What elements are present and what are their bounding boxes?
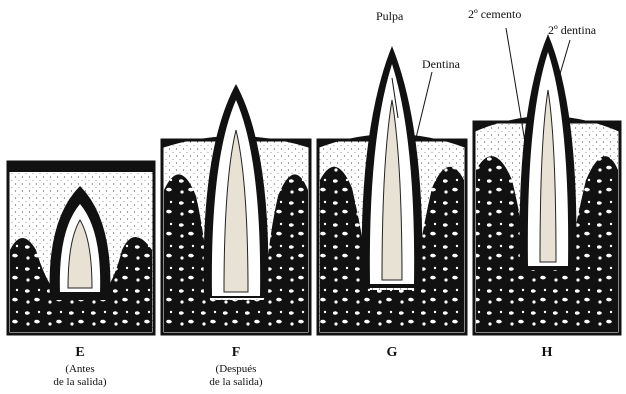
panel-e-sub1: (Antes — [30, 364, 130, 375]
panel-h-letter: H — [541, 346, 553, 360]
panel-g — [318, 46, 466, 334]
panel-g-letter: G — [386, 346, 398, 360]
dentina2-label: 2º dentina — [548, 24, 596, 36]
panel-f-letter: F — [230, 346, 242, 360]
dentina2-leader — [560, 40, 570, 74]
panel-f — [162, 84, 310, 334]
cemento2-label: 2º cemento — [468, 8, 521, 20]
pulpa-label: Pulpa — [376, 10, 403, 22]
panel-e — [8, 162, 154, 334]
dentina-leader — [416, 72, 432, 138]
dentina-label: Dentina — [422, 58, 460, 70]
panel-e-sub2: de la salida) — [30, 377, 130, 388]
panel-e-letter: E — [74, 346, 86, 360]
panel-f-sub1: (Después — [186, 364, 286, 375]
panel-f-sub2: de la salida) — [186, 377, 286, 388]
panel-h — [474, 28, 620, 334]
